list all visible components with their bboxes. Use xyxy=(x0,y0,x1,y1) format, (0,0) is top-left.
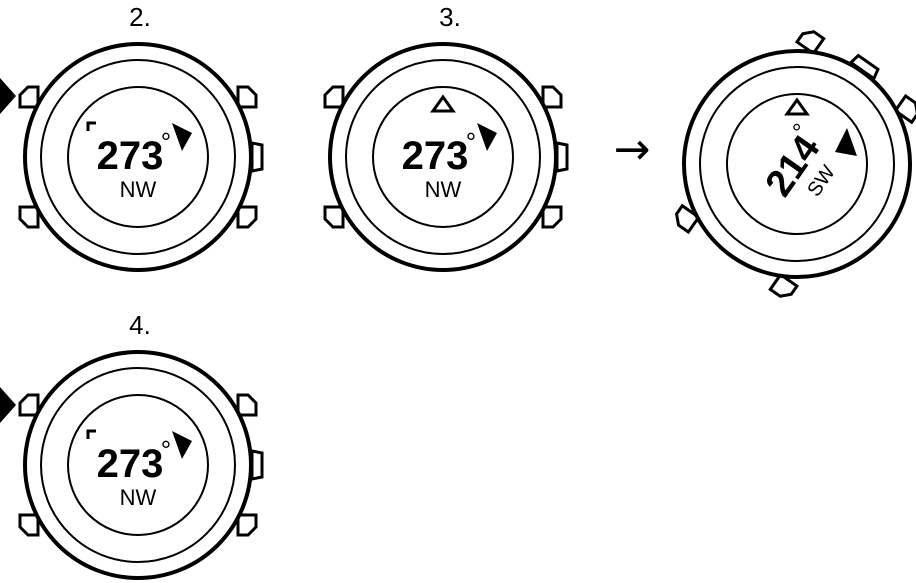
heading-value: 273 xyxy=(97,442,164,486)
watch-step-2: 273 ° NW xyxy=(18,42,264,272)
step-label-3: 3. xyxy=(439,2,461,32)
button-press-triangle-icon xyxy=(0,78,16,114)
watch-step-4: 273 ° NW xyxy=(18,350,264,580)
solid-triangle-icon xyxy=(835,128,857,156)
solid-triangle-icon xyxy=(172,431,192,459)
solid-triangle-icon xyxy=(172,123,192,151)
step-label-4: 4. xyxy=(129,310,151,340)
step-label-2: 2. xyxy=(129,2,151,32)
outline-triangle-icon xyxy=(430,94,456,113)
degree-sign: ° xyxy=(161,127,171,157)
solid-triangle-icon xyxy=(477,123,497,151)
watch-step-3: 273 ° NW xyxy=(323,42,569,272)
direction-label: NW xyxy=(120,485,157,510)
degree-sign: ° xyxy=(161,435,171,465)
direction-label: NW xyxy=(425,177,462,202)
corner-bracket-icon xyxy=(86,121,96,131)
degree-sign: ° xyxy=(466,127,476,157)
arrow-right-icon: → xyxy=(614,124,651,175)
corner-bracket-icon xyxy=(86,429,96,439)
direction-label: NW xyxy=(120,177,157,202)
heading-value: 273 xyxy=(402,134,469,178)
heading-value: 273 xyxy=(97,134,164,178)
outline-triangle-icon xyxy=(784,97,810,116)
button-press-triangle-icon xyxy=(0,387,16,423)
